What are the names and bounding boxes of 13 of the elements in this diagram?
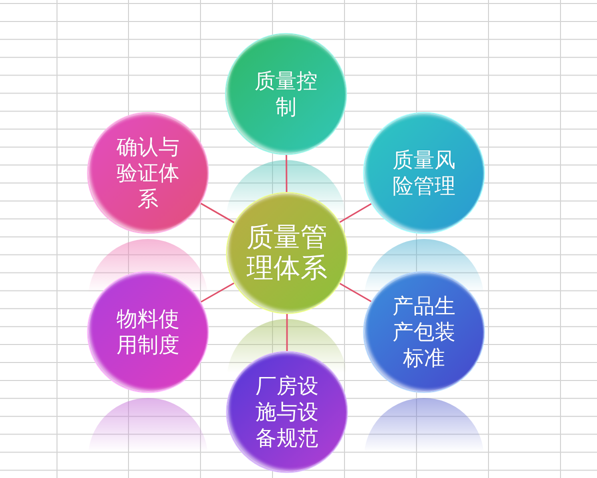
node-label: 质量管理体系 <box>246 222 328 284</box>
connector-line <box>286 155 288 192</box>
connector-line <box>286 314 288 351</box>
connector-line <box>200 282 234 303</box>
node-label: 质量风险管理 <box>392 147 456 199</box>
connector-line <box>339 203 372 223</box>
node-label: 产品生产包装标准 <box>392 293 456 371</box>
node-label: 厂房设施与设备规范 <box>254 373 320 451</box>
node-label: 确认与验证体系 <box>116 134 180 212</box>
connector-line <box>339 282 372 302</box>
node-label: 物料使用制度 <box>116 306 180 358</box>
connector-line <box>200 202 234 224</box>
node-label: 质量控制 <box>254 68 318 120</box>
